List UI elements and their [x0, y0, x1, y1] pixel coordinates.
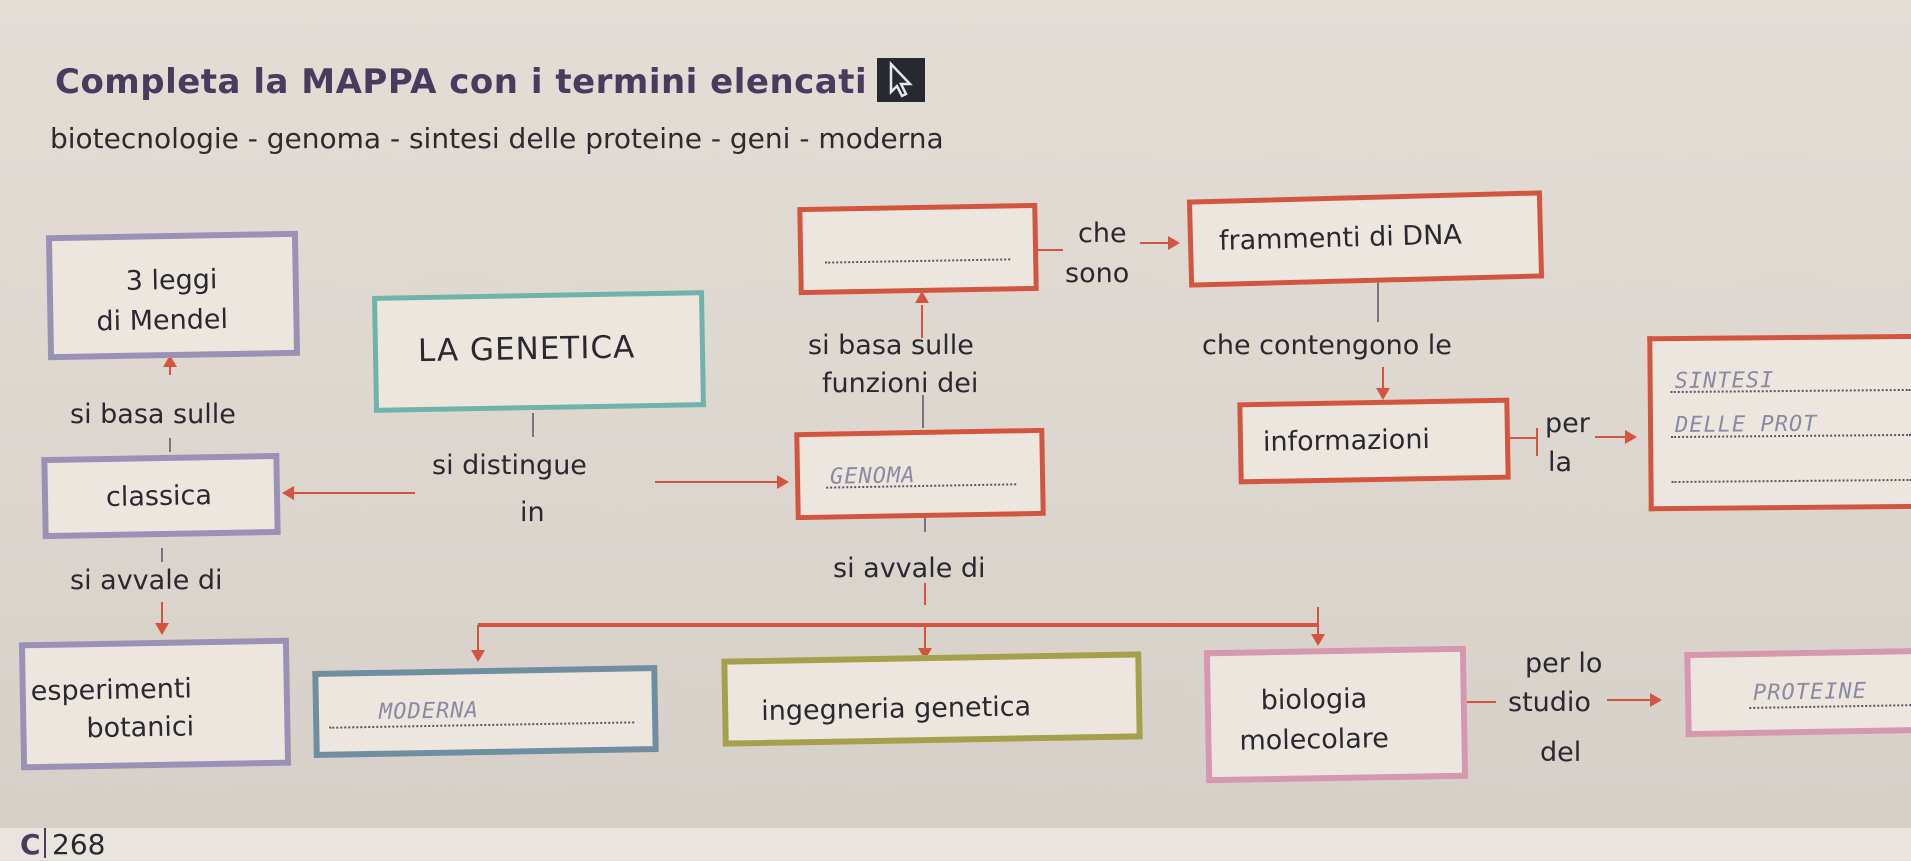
- 3-leggi-line1: 3 leggi: [125, 264, 218, 297]
- label-si-distingue: si distingue: [432, 450, 587, 481]
- instruction-title: Completa la MAPPA con i termini elencati: [55, 62, 868, 102]
- box-esperimenti-botanici: esperimenti botanici: [18, 637, 292, 771]
- label-per: per: [1545, 408, 1590, 439]
- terms-list: biotecnologie - genoma - sintesi delle p…: [50, 122, 944, 155]
- box-frammenti-dna: frammenti di DNA: [1186, 190, 1545, 288]
- informazioni-label: informazioni: [1262, 424, 1431, 458]
- 3-leggi-line2: di Mendel: [96, 304, 229, 338]
- handwritten-proteine: PROTEINE: [1752, 678, 1868, 706]
- label-sono: sono: [1065, 258, 1130, 289]
- label-che: che: [1078, 218, 1127, 249]
- label-si-basa-sulle-funzioni-1: si basa sulle: [808, 330, 974, 361]
- label-per-lo: per lo: [1525, 648, 1603, 679]
- esperimenti-line1: esperimenti: [30, 673, 193, 708]
- blank-line-sintesi-3[interactable]: [1671, 478, 1911, 484]
- blank-line-geni[interactable]: [825, 258, 1011, 264]
- biologia-line1: biologia: [1260, 683, 1368, 717]
- box-informazioni: informazioni: [1237, 397, 1511, 485]
- frammenti-label: frammenti di DNA: [1218, 219, 1463, 257]
- handwritten-moderna: MODERNA: [378, 698, 479, 725]
- box-blank-moderna: MODERNA: [312, 664, 659, 759]
- classica-label: classica: [105, 480, 213, 513]
- label-in: in: [520, 497, 545, 528]
- label-che-contengono-le: che contengono le: [1202, 330, 1452, 361]
- label-la: la: [1548, 447, 1573, 478]
- label-si-basa-sulle-left: si basa sulle: [70, 399, 236, 430]
- page-number: 268: [52, 828, 106, 861]
- cursor-icon: [877, 58, 925, 102]
- label-studio: studio: [1508, 687, 1591, 718]
- box-la-genetica: LA GENETICA: [372, 290, 706, 413]
- blank-line-moderna[interactable]: [329, 721, 635, 729]
- box-ingegneria-genetica: ingegneria genetica: [721, 651, 1143, 747]
- label-del: del: [1540, 737, 1582, 768]
- la-genetica-title: LA GENETICA: [417, 329, 636, 370]
- box-classica: classica: [41, 452, 281, 540]
- ingegneria-label: ingegneria genetica: [760, 691, 1032, 727]
- box-blank-genoma: GENOMA: [794, 427, 1046, 521]
- biologia-line2: molecolare: [1239, 723, 1390, 757]
- esperimenti-line2: botanici: [86, 711, 195, 745]
- box-blank-proteine: PROTEINE: [1684, 647, 1911, 738]
- label-si-avvale-di-center: si avvale di: [833, 553, 986, 584]
- box-blank-sintesi: SINTESI DELLE PROT: [1647, 333, 1911, 512]
- page-divider: [44, 828, 46, 858]
- box-3-leggi-mendel: 3 leggi di Mendel: [45, 230, 301, 361]
- label-si-basa-sulle-funzioni-2: funzioni dei: [822, 368, 979, 399]
- page-prefix: C: [20, 828, 41, 861]
- label-si-avvale-di-left: si avvale di: [70, 565, 223, 596]
- page-footer-band: [0, 828, 1911, 860]
- box-biologia-molecolare: biologia molecolare: [1203, 645, 1469, 784]
- box-blank-geni: [797, 202, 1039, 296]
